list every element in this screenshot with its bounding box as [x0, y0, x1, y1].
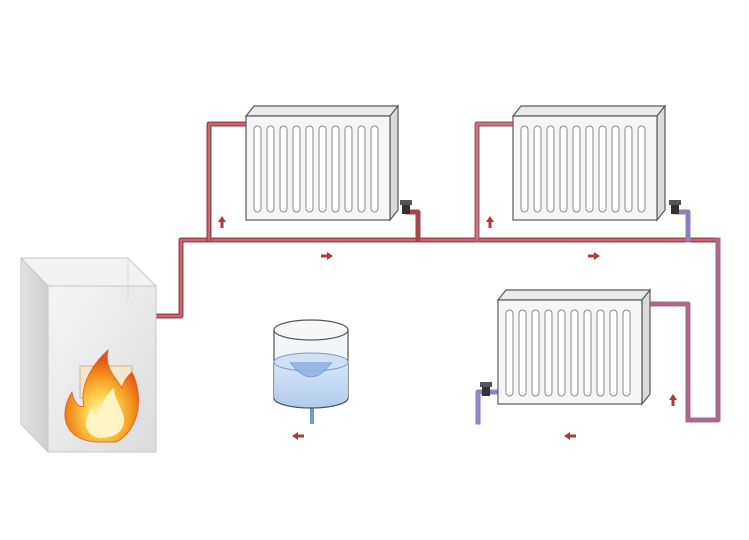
supply-bottom-right-radiator	[649, 301, 691, 423]
valve-icon	[669, 200, 681, 214]
flow-arrows	[218, 216, 677, 440]
return-drop-top-right	[673, 209, 691, 243]
valve-icon	[480, 382, 492, 396]
valve-icon	[400, 200, 412, 214]
return-bottom-right-radiator	[475, 389, 499, 425]
arrow-up-icon	[218, 216, 226, 228]
supply-riser-top-right	[474, 121, 517, 243]
radiator-bottom-right	[480, 289, 651, 405]
arrow-left-icon	[564, 432, 576, 440]
boiler-icon	[19, 256, 158, 454]
expansion-tank-icon	[273, 319, 349, 409]
radiator-top-right	[512, 105, 681, 221]
flame-icon	[64, 348, 139, 443]
supply-riser-top-left	[206, 121, 251, 243]
arrow-right-icon	[588, 252, 600, 260]
return-drop-top-left	[405, 209, 421, 243]
radiator-top-left	[245, 105, 412, 221]
arrow-right-icon	[321, 252, 333, 260]
arrow-up-icon	[486, 216, 494, 228]
arrow-left-icon	[292, 432, 304, 440]
arrow-up-icon	[669, 394, 677, 406]
supply-pipe-right-riser	[685, 237, 721, 423]
